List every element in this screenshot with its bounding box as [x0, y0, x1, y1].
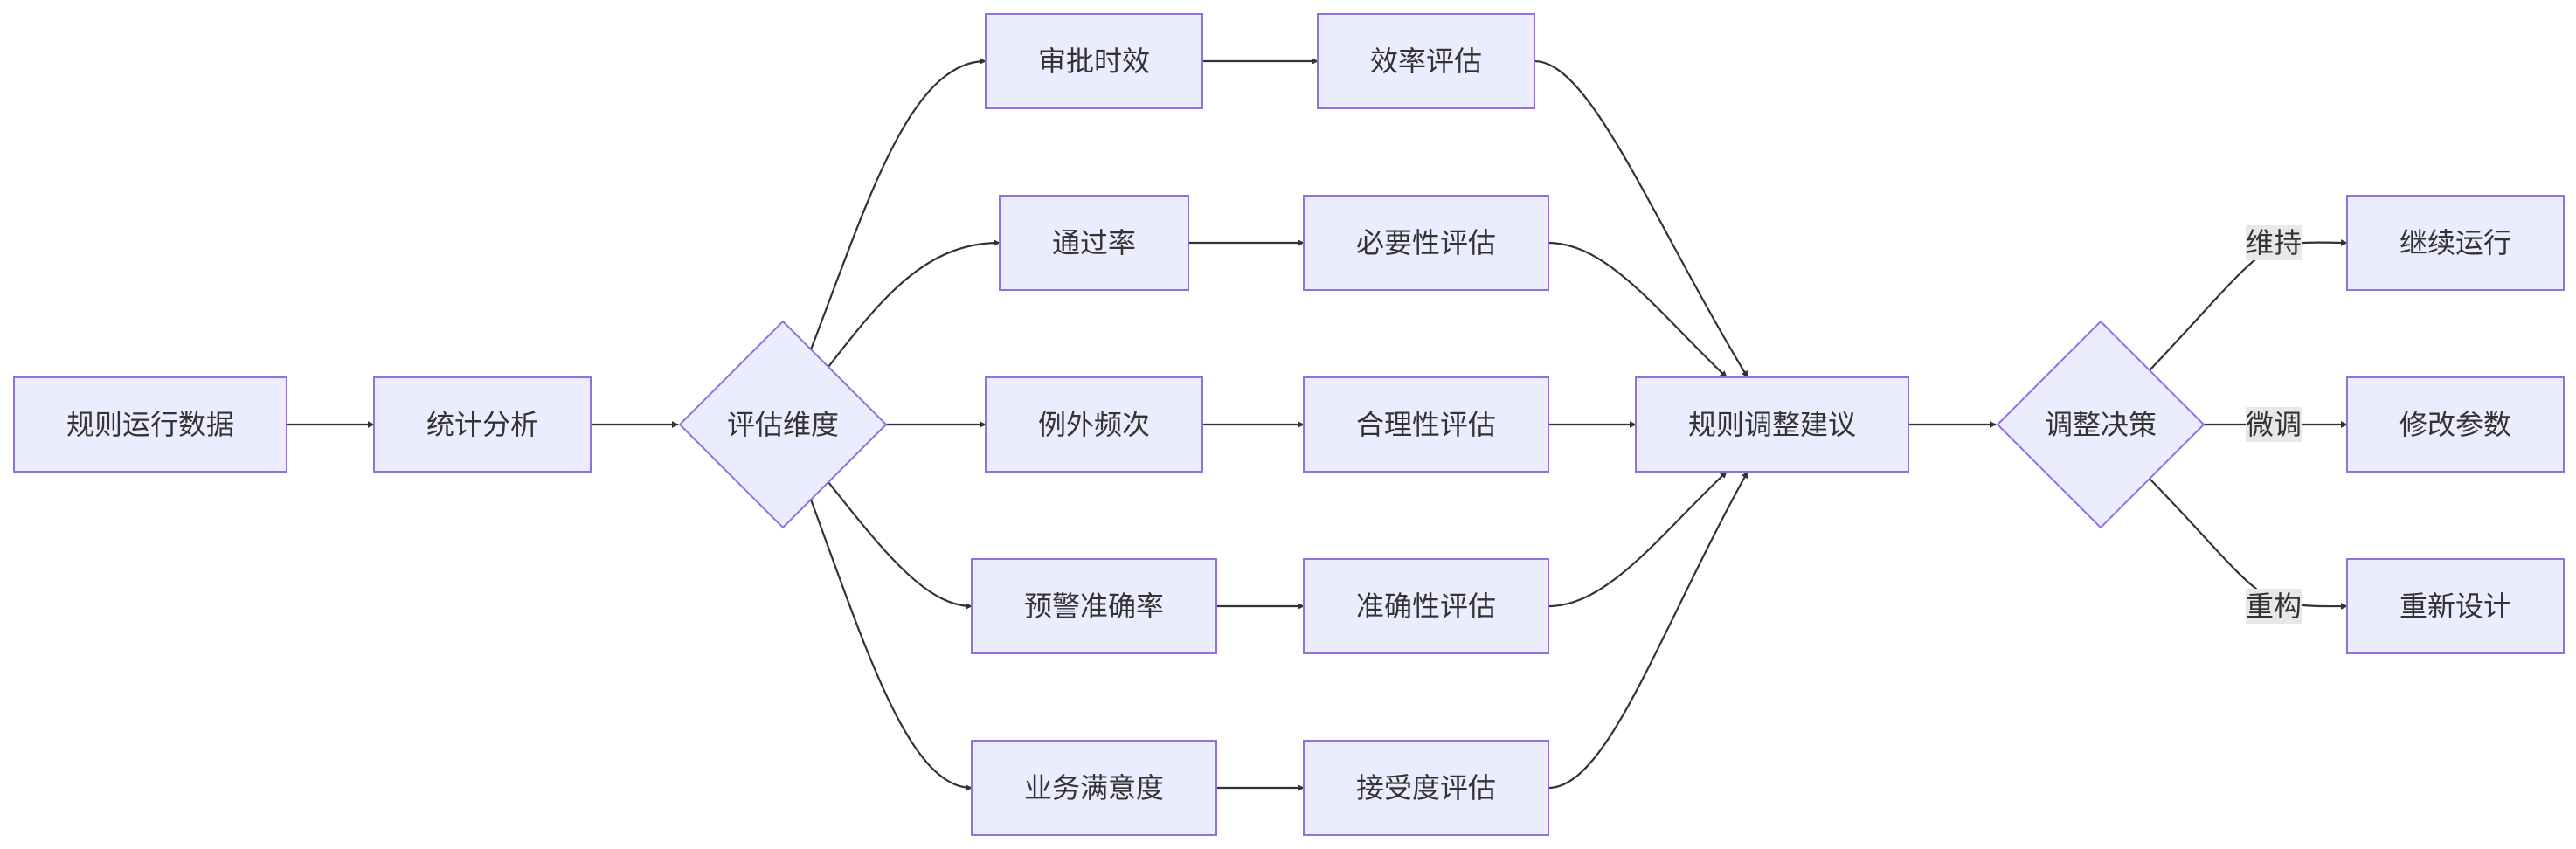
svg-text:通过率: 通过率 [1052, 226, 1136, 259]
edge-label-restructure: 重构 [2246, 589, 2302, 624]
svg-text:调整决策: 调整决策 [2045, 408, 2157, 441]
svg-text:重构: 重构 [2246, 590, 2302, 623]
svg-text:预警准确率: 预警准确率 [1024, 590, 1164, 623]
svg-text:统计分析: 统计分析 [426, 408, 538, 441]
edge-decision-to-redesign [2149, 478, 2348, 611]
node-continue-run: 继续运行 [2346, 195, 2565, 291]
svg-text:评估维度: 评估维度 [727, 408, 839, 441]
node-biz-satisfaction: 业务满意度 [971, 740, 1217, 836]
edge-accuracy-eval-to-rule-adjust [1548, 471, 1728, 608]
edge-eval-dim-to-pass-rate [828, 239, 1001, 368]
node-rule-adjust-suggestion: 规则调整建议 [1635, 376, 1909, 473]
svg-text:准确性评估: 准确性评估 [1356, 590, 1496, 623]
node-approval-time: 审批时效 [985, 13, 1203, 109]
node-efficiency-eval: 效率评估 [1317, 13, 1535, 109]
edge-eval-dim-to-approval-time [809, 58, 987, 350]
edge-decision-to-continue-run [2149, 238, 2348, 371]
node-eval-dimension: 评估维度 [678, 320, 888, 529]
node-acceptance-eval: 接受度评估 [1303, 740, 1549, 836]
svg-text:继续运行: 继续运行 [2399, 226, 2511, 259]
edge-eval-dim-to-biz-satisfaction [809, 499, 973, 791]
edge-label-fine-tune: 微调 [2246, 407, 2302, 442]
svg-text:审批时效: 审批时效 [1038, 45, 1150, 78]
edge-acceptance-eval-to-rule-adjust [1548, 471, 1748, 790]
svg-text:接受度评估: 接受度评估 [1356, 771, 1496, 804]
svg-text:规则调整建议: 规则调整建议 [1688, 408, 1856, 441]
svg-text:重新设计: 重新设计 [2399, 590, 2511, 623]
svg-text:微调: 微调 [2246, 408, 2302, 441]
node-warning-accuracy: 预警准确率 [971, 558, 1217, 654]
node-necessity-eval: 必要性评估 [1303, 195, 1549, 291]
svg-text:合理性评估: 合理性评估 [1356, 408, 1496, 441]
node-accuracy-eval: 准确性评估 [1303, 558, 1549, 654]
node-rule-data: 规则运行数据 [13, 376, 287, 473]
edge-efficiency-eval-to-rule-adjust [1534, 59, 1748, 378]
edge-necessity-eval-to-rule-adjust [1548, 241, 1728, 378]
edge-eval-dim-to-warning-accuracy [828, 481, 973, 610]
svg-text:例外频次: 例外频次 [1038, 408, 1150, 441]
node-rationality-eval: 合理性评估 [1303, 376, 1549, 473]
node-modify-params: 修改参数 [2346, 376, 2565, 473]
svg-text:业务满意度: 业务满意度 [1024, 771, 1164, 804]
node-adjust-decision: 调整决策 [1996, 320, 2206, 529]
svg-text:效率评估: 效率评估 [1370, 45, 1482, 78]
svg-text:必要性评估: 必要性评估 [1356, 226, 1496, 259]
node-stat-analysis: 统计分析 [373, 376, 592, 473]
svg-text:修改参数: 修改参数 [2399, 408, 2511, 441]
svg-text:规则运行数据: 规则运行数据 [66, 408, 234, 441]
svg-text:维持: 维持 [2246, 226, 2302, 259]
edge-label-maintain: 维持 [2246, 225, 2302, 260]
node-pass-rate: 通过率 [999, 195, 1189, 291]
node-exception-freq: 例外频次 [985, 376, 1203, 473]
node-redesign: 重新设计 [2346, 558, 2565, 654]
